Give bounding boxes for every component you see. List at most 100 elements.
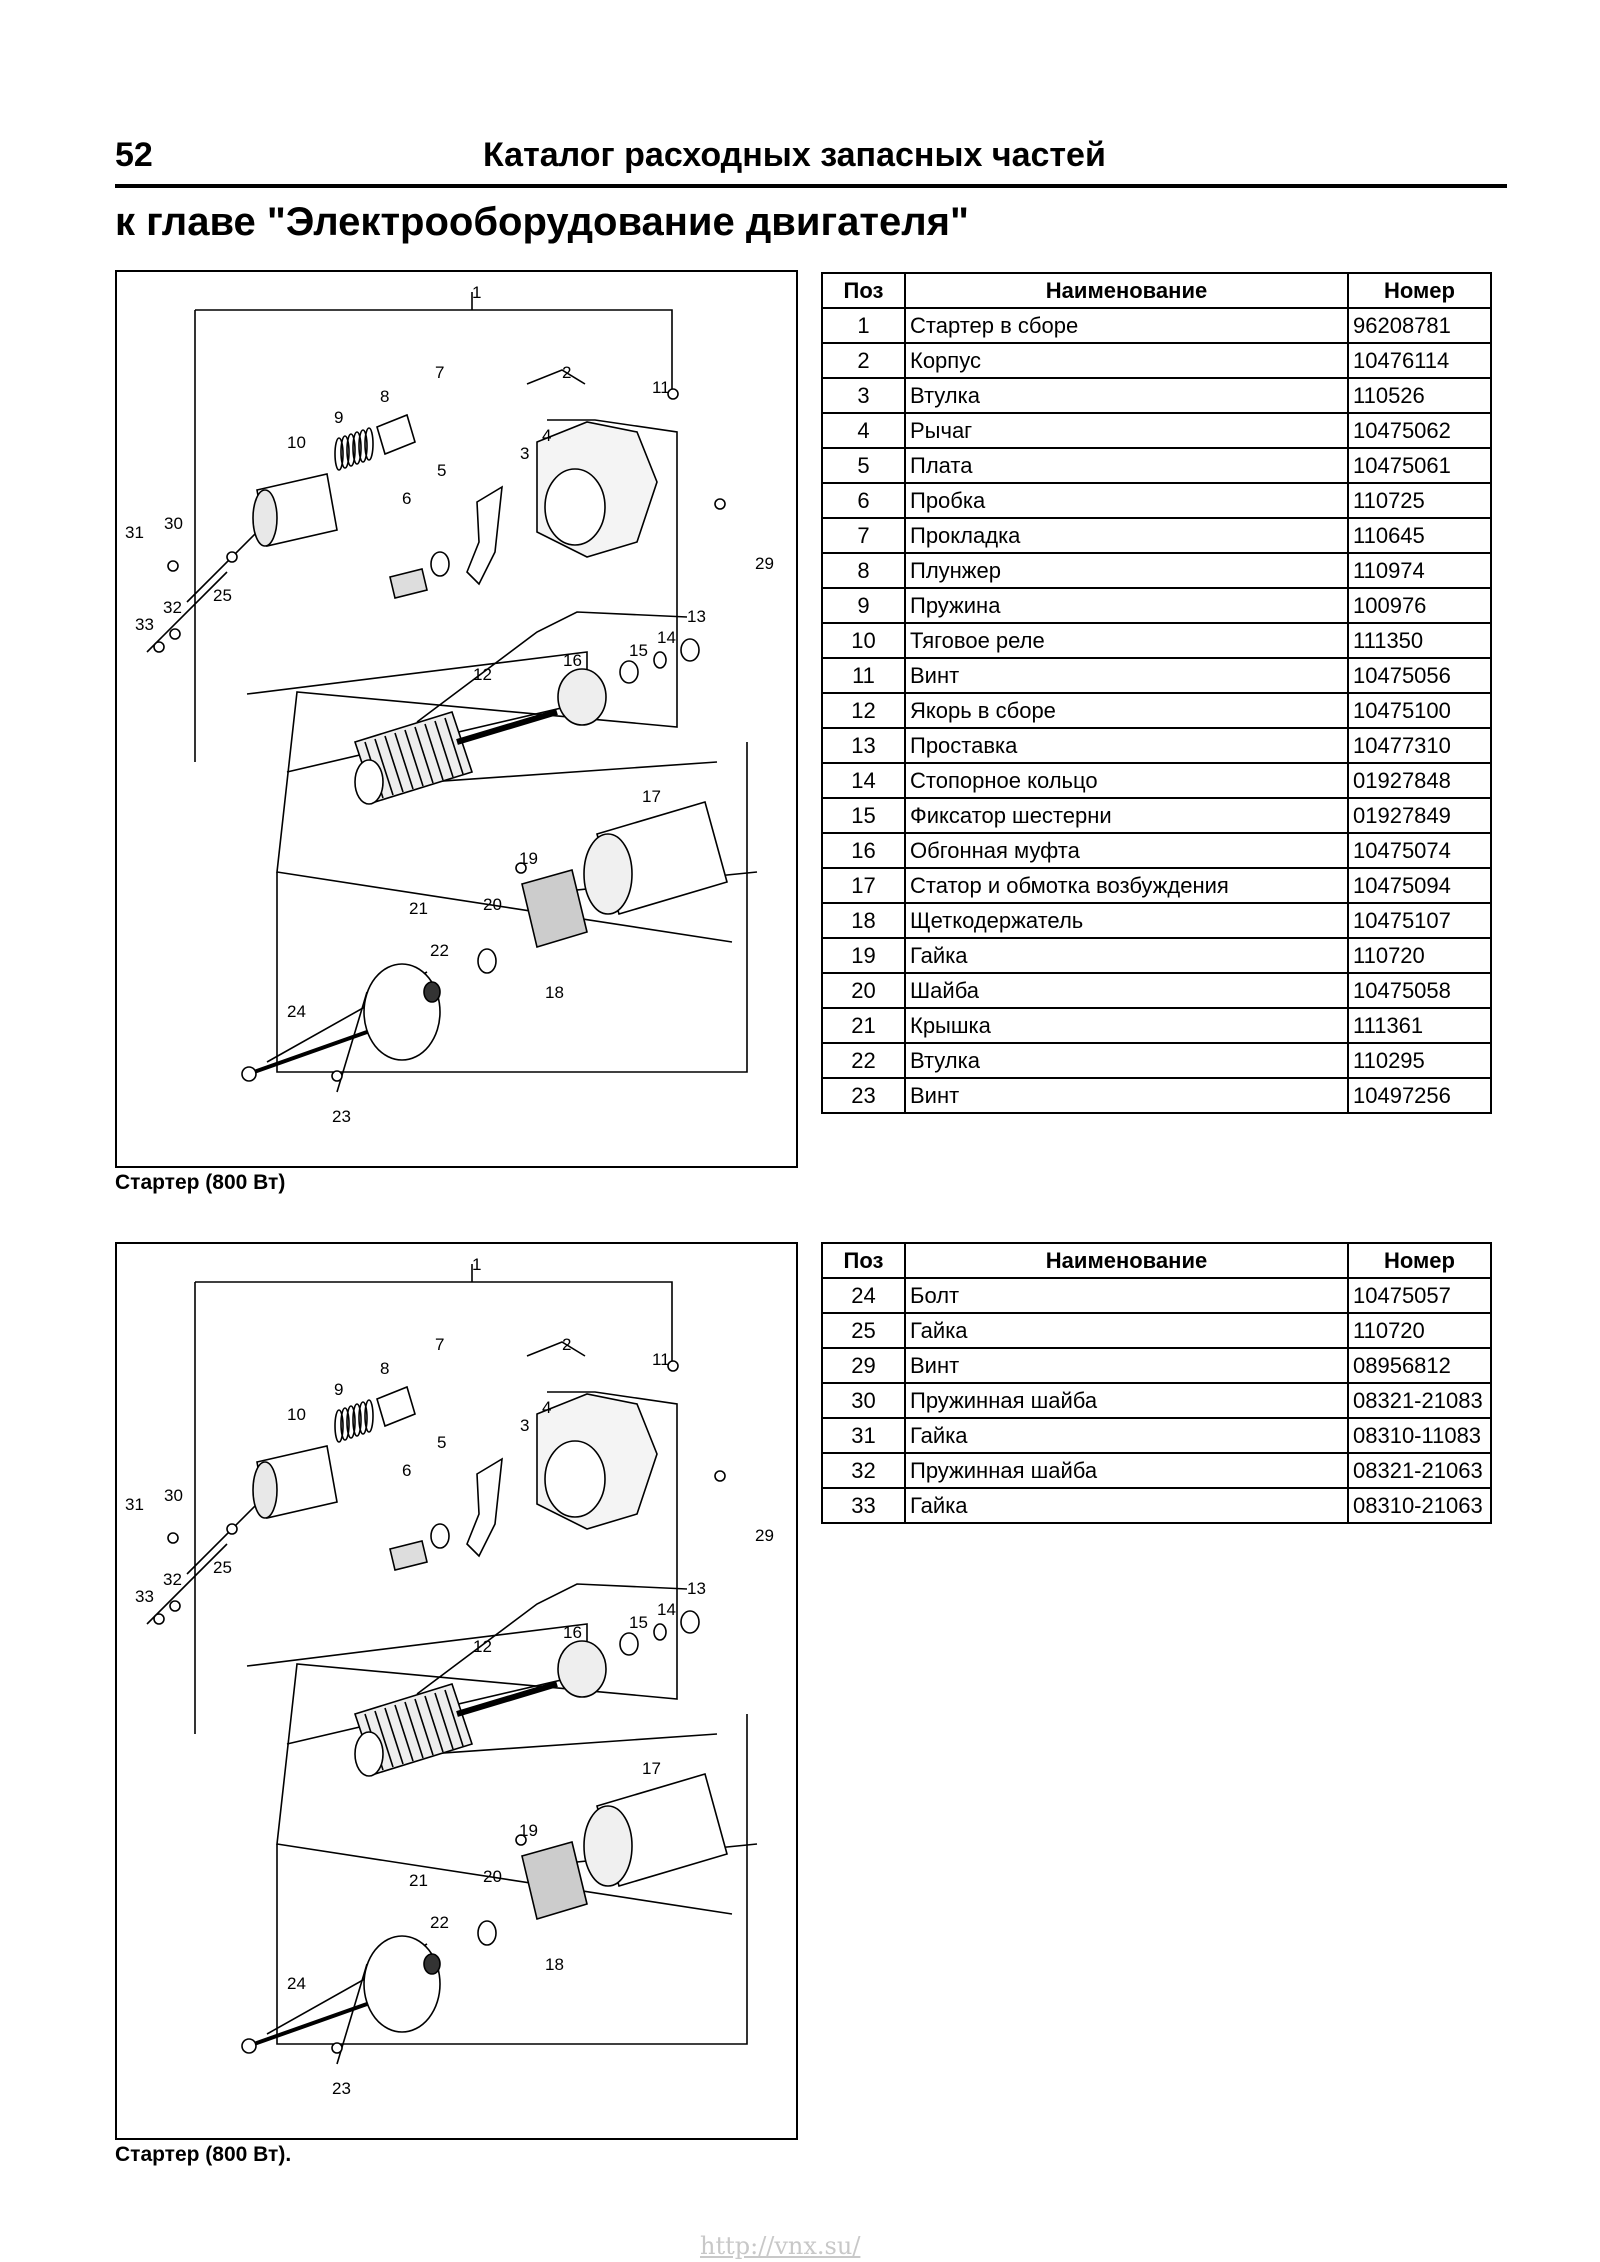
part-callout: 13 (687, 1579, 706, 1598)
lever-shape (466, 1457, 503, 1558)
part-name: Винт (904, 657, 1349, 694)
commutator (354, 759, 384, 805)
part-callout: 20 (483, 895, 502, 914)
part-number: 110974 (1347, 552, 1492, 589)
fastener-shape (226, 1523, 238, 1535)
spring-coil (334, 437, 344, 471)
leader-line (146, 1543, 228, 1625)
part-callout: 31 (125, 1495, 144, 1514)
part-callout: 11 (652, 378, 670, 397)
part-number: 08321-21063 (1347, 1452, 1492, 1489)
part-callout: 18 (545, 1955, 564, 1974)
part-position: 19 (821, 937, 906, 974)
part-callout: 22 (430, 941, 449, 960)
part-callout: 18 (545, 983, 564, 1002)
bushing-shape (423, 981, 441, 1003)
part-name: Корпус (904, 342, 1349, 379)
brush-holder-shape (521, 869, 588, 949)
leader-line (195, 309, 673, 392)
clutch-shape (557, 668, 607, 726)
part-number: 10475061 (1347, 447, 1492, 484)
armature-slot (414, 1698, 434, 1756)
stator-opening (583, 1805, 633, 1887)
watermark: http://vnx.su/ (700, 2232, 861, 2260)
part-callout: 13 (687, 607, 706, 626)
part-callout: 7 (435, 363, 444, 382)
part-callout: 9 (334, 408, 343, 427)
part-callout: 7 (435, 1335, 444, 1354)
part-position: 8 (821, 552, 906, 589)
armature-slot (394, 732, 414, 790)
spring-coil (358, 1401, 368, 1435)
part-position: 22 (821, 1042, 906, 1079)
spring-coil (364, 427, 374, 461)
end-cover-shape (363, 963, 441, 1061)
through-bolt (253, 1030, 368, 1074)
plunger-shape (376, 1385, 416, 1428)
part-callout: 22 (430, 1913, 449, 1932)
column-header-name: Наименование (904, 1242, 1349, 1279)
part-number: 10475074 (1347, 832, 1492, 869)
leader-line (526, 369, 586, 385)
clutch-shape (557, 1640, 607, 1698)
part-position: 31 (821, 1417, 906, 1454)
part-callout: 23 (332, 2079, 351, 2098)
spacer-ring (680, 1610, 700, 1634)
part-callout: 14 (657, 628, 676, 647)
spring-coil (346, 433, 356, 467)
fastener-shape (331, 1070, 343, 1082)
armature-slot (374, 1710, 394, 1768)
part-position: 2 (821, 342, 906, 379)
fastener-shape (515, 1834, 527, 1846)
fastener-shape (167, 560, 179, 572)
armature-slot (404, 729, 424, 787)
part-callout: 6 (402, 489, 411, 508)
pinion-retainer (619, 660, 639, 684)
washer-shape (477, 948, 497, 974)
part-number: 10475100 (1347, 692, 1492, 729)
part-number: 110645 (1347, 517, 1492, 554)
leader-line (195, 1281, 673, 1364)
armature-slot (384, 735, 404, 793)
part-number: 08310-11083 (1347, 1417, 1492, 1454)
armature-slot (434, 1692, 454, 1750)
column-header-number: Номер (1347, 272, 1492, 309)
snap-ring (653, 1623, 667, 1641)
part-name: Стартер в сборе (904, 307, 1349, 344)
fastener-shape (153, 641, 165, 653)
fastener-shape (667, 1360, 679, 1372)
part-name: Винт (904, 1347, 1349, 1384)
part-callout: 1 (472, 283, 481, 302)
part-callout: 25 (213, 1558, 232, 1577)
part-position: 12 (821, 692, 906, 729)
part-position: 15 (821, 797, 906, 834)
part-name: Статор и обмотка возбуждения (904, 867, 1349, 904)
part-name: Рычаг (904, 412, 1349, 449)
part-name: Пружина (904, 587, 1349, 624)
part-number: 10476114 (1347, 342, 1492, 379)
part-name: Прокладка (904, 517, 1349, 554)
part-number: 08956812 (1347, 1347, 1492, 1384)
part-callout: 24 (287, 1002, 306, 1021)
part-callout: 14 (657, 1600, 676, 1619)
part-callout: 19 (519, 849, 538, 868)
spring-coil (346, 1405, 356, 1439)
armature-slot (434, 720, 454, 778)
part-name: Тяговое реле (904, 622, 1349, 659)
part-position: 6 (821, 482, 906, 519)
part-number: 10475056 (1347, 657, 1492, 694)
part-name: Стопорное кольцо (904, 762, 1349, 799)
table-header-row: Поз Наименование Номер (821, 1242, 1492, 1279)
leader-line (276, 742, 748, 1073)
fastener-shape (331, 2042, 343, 2054)
exploded-view-svg: 1234567891011121314151617181920212223242… (125, 1255, 774, 2098)
armature-slot (424, 1695, 444, 1753)
